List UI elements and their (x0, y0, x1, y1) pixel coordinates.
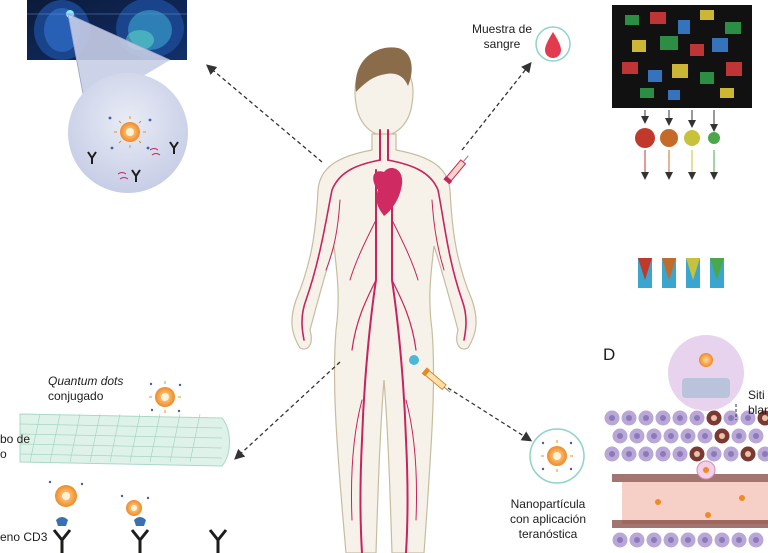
microscopy-dot (684, 130, 700, 146)
theranostic-line-3: teranóstica (518, 527, 578, 541)
carbon-nanotube (19, 413, 230, 467)
quantum-dots-line-2: conjugado (48, 389, 104, 403)
tissue-cell-nucleus (617, 537, 623, 543)
microscopy-dot (660, 129, 678, 147)
vessels (301, 129, 467, 553)
human-figure (291, 47, 477, 553)
injection-site (409, 355, 419, 365)
tissue-cell-nucleus (651, 433, 657, 439)
nanoparticle-icon (48, 480, 150, 516)
tissue-cell-nucleus (609, 415, 615, 421)
nanotube-line-1: bo de (0, 432, 31, 446)
theranostic-line-2: con aplicación (509, 512, 587, 526)
tissue-cell-nucleus (711, 415, 717, 421)
antigen-label: eno CD3 (0, 530, 48, 544)
hair (355, 47, 412, 92)
tissue-cell-nucleus (728, 451, 734, 457)
tissue-cell-nucleus (719, 537, 725, 543)
tissue-cell-nucleus (685, 537, 691, 543)
tissue-cell-nucleus (626, 415, 632, 421)
blood-sample-line-2: sangre (483, 37, 521, 51)
panel-d-tissue (603, 335, 768, 549)
tissue-cell-nucleus (677, 451, 683, 457)
quantum-dots-line-1: Quantum dots (48, 374, 124, 388)
theranostic-line-1: Nanopartícula (510, 497, 586, 511)
tissue-cell-nucleus (753, 537, 759, 543)
syringe-icon (421, 367, 451, 393)
site-line-1: Siti (748, 388, 765, 402)
heart (373, 168, 403, 216)
tissue-cell-nucleus (719, 433, 725, 439)
tissue-cell-nucleus (643, 451, 649, 457)
tissue-cell-nucleus (609, 451, 615, 457)
syringe-icon (443, 155, 469, 185)
microscopy-panel (612, 5, 752, 108)
blood-sample-label: Muestra de sangre (463, 22, 541, 52)
microscopy-dot (708, 132, 720, 144)
tissue-cell-nucleus (634, 537, 640, 543)
tissue-cell-nucleus (660, 451, 666, 457)
tissue-cell-nucleus (736, 537, 742, 543)
tissue-cell-nucleus (745, 451, 751, 457)
blood-drop-icon (535, 26, 571, 62)
tissue-cell-nucleus (668, 537, 674, 543)
tissue-cell-nucleus (762, 451, 768, 457)
antibody-icon (87, 141, 179, 182)
tissue-cell-nucleus (660, 415, 666, 421)
theranostic-label: Nanopartícula con aplicación teranóstica (498, 497, 598, 542)
nanoparticle-icon (108, 116, 152, 150)
tissue-cell-nucleus (651, 537, 657, 543)
site-label: Siti blan (748, 388, 768, 418)
nanotube-line-2: o (0, 447, 7, 461)
tissue-cell-nucleus (694, 415, 700, 421)
tissue-cell-nucleus (762, 415, 768, 421)
blood-sample-line-1: Muestra de (471, 22, 533, 36)
arrows (206, 61, 533, 460)
tissue-cell-nucleus (617, 433, 623, 439)
tissue-cell-nucleus (736, 433, 742, 439)
quantum-dots-label: Quantum dots conjugado (48, 374, 123, 404)
microscopy-dot-row (635, 128, 720, 180)
tissue-cell-nucleus (753, 433, 759, 439)
tissue-cell-nucleus (728, 415, 734, 421)
nanotube-label: bo de o (0, 432, 30, 462)
tissue-cell-nucleus (677, 415, 683, 421)
tissue-cell-nucleus (668, 433, 674, 439)
tissue-cell-nucleus (694, 451, 700, 457)
microscopy-arrows (641, 110, 718, 132)
tissue-cell-nucleus (745, 415, 751, 421)
theranostic-nanoparticle (529, 428, 585, 484)
tissue-cell-nucleus (634, 433, 640, 439)
tissue-cell-nucleus (702, 537, 708, 543)
antibody-icon (52, 529, 228, 553)
spectrum-bars (638, 258, 724, 288)
site-line-2: blan (748, 403, 768, 417)
tissue-cell-nucleus (643, 415, 649, 421)
tissue-cell-nucleus (711, 451, 717, 457)
panel-d-label: D (603, 345, 616, 364)
quantum-dot-nanoparticle (149, 381, 182, 413)
microscopy-dot (635, 128, 655, 148)
tissue-cell-nucleus (626, 451, 632, 457)
tissue-cell-nucleus (685, 433, 691, 439)
tissue-cell-nucleus (702, 433, 708, 439)
